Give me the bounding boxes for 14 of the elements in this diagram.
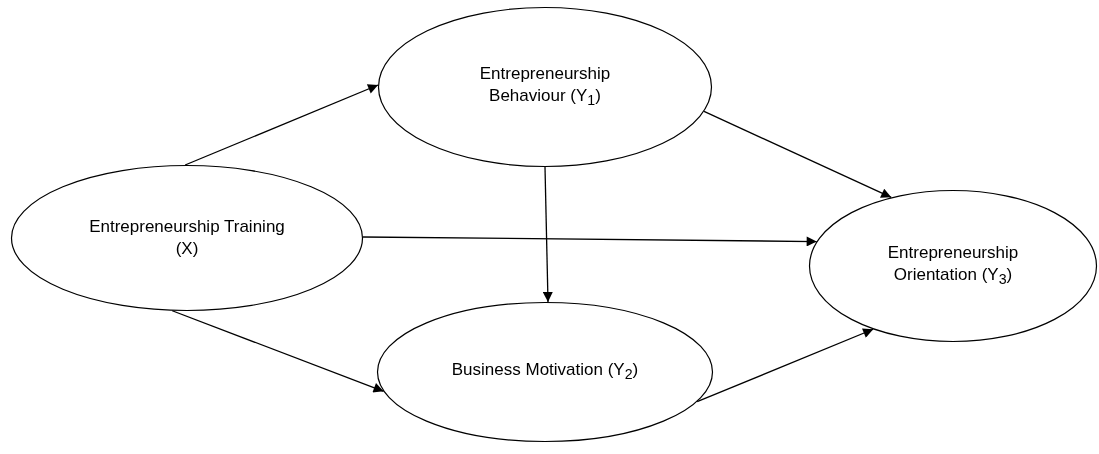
ellipse-node xyxy=(378,7,712,167)
node-label: Entrepreneurship Training (X) xyxy=(88,216,286,260)
arrow xyxy=(184,84,379,166)
arrow xyxy=(542,166,553,303)
node-label: Entrepreneurship Orientation (Y$_{3}$) xyxy=(886,241,1020,290)
arrow xyxy=(362,236,818,247)
ellipse-node xyxy=(809,190,1097,342)
arrow xyxy=(703,110,892,198)
ellipse-node xyxy=(11,165,363,311)
node-label: Business Motivation (Y$_{2}$) xyxy=(450,358,640,385)
ellipse-node xyxy=(377,302,713,442)
arrow xyxy=(171,310,385,393)
node-label: Entrepreneurship Behaviour (Y$_{1}$) xyxy=(478,62,612,111)
arrow xyxy=(696,328,874,403)
